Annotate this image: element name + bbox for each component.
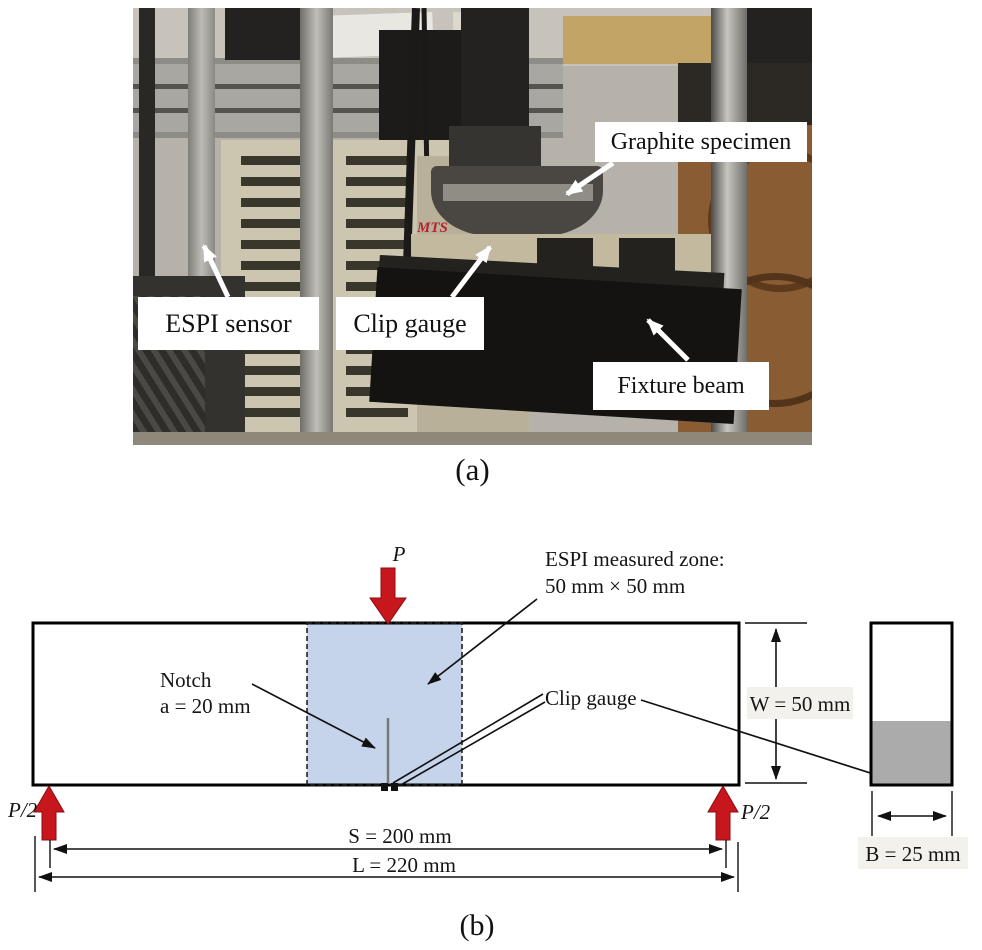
w-dim-text: W = 50 mm xyxy=(750,692,851,716)
w-label-box xyxy=(747,687,853,719)
b-dim-text: B = 25 mm xyxy=(865,842,960,866)
espi-zone-fill xyxy=(307,623,462,785)
load-actuator xyxy=(461,8,529,130)
photo-annotation-arrows xyxy=(201,160,690,362)
caption-b: (b) xyxy=(460,909,495,942)
clip-gauge-text: Clip gauge xyxy=(545,686,637,710)
clip-gauge-leader-1 xyxy=(392,693,544,784)
support-label-right: P/2 xyxy=(740,800,771,824)
espi-arrow xyxy=(201,244,231,299)
espi-zone-text-1: ESPI measured zone: xyxy=(545,547,725,571)
setup-photo: MTS Graphite specimen ESPI sensor Clip g… xyxy=(133,8,812,445)
load-label-p: P xyxy=(392,542,406,566)
notch-leader xyxy=(251,683,376,749)
graphite-arrow xyxy=(565,160,615,197)
support-arrow-right xyxy=(707,784,739,841)
graphite-specimen-bar xyxy=(443,184,593,201)
s-dim-text: S = 200 mm xyxy=(348,824,451,848)
side-view-outline xyxy=(869,621,954,787)
clip-arrow xyxy=(450,245,492,299)
label-graphite-specimen: Graphite specimen xyxy=(595,122,807,162)
espi-zone-text-2: 50 mm × 50 mm xyxy=(545,574,685,598)
b-label-box xyxy=(858,837,968,869)
label-espi-sensor: ESPI sensor xyxy=(138,297,319,350)
load-arrow-p xyxy=(369,567,407,625)
label-fixture-beam: Fixture beam xyxy=(593,362,769,410)
label-clip-gauge-photo: Clip gauge xyxy=(336,297,484,350)
photo-box xyxy=(563,16,723,64)
fixture-arrow xyxy=(646,318,690,362)
dark-bracket xyxy=(225,8,307,60)
caption-a: (a) xyxy=(455,452,490,487)
support-label-left: P/2 xyxy=(7,798,38,822)
frame-column-center xyxy=(300,8,333,445)
notch-text-2: a = 20 mm xyxy=(160,694,251,718)
support-arrow-left xyxy=(33,784,65,841)
l-dim-text: L = 220 mm xyxy=(352,853,456,877)
floor-edge xyxy=(133,432,812,445)
specimen-holder xyxy=(431,166,603,236)
clip-gauge-knife-left xyxy=(381,783,388,791)
clip-gauge-leader-2 xyxy=(398,701,546,787)
notch-text-1: Notch xyxy=(160,668,212,692)
clip-gauge-knife-right xyxy=(391,783,398,791)
machine-logo: MTS xyxy=(417,220,448,236)
espi-zone-leader xyxy=(427,598,538,685)
side-view-notch-region xyxy=(871,721,952,784)
